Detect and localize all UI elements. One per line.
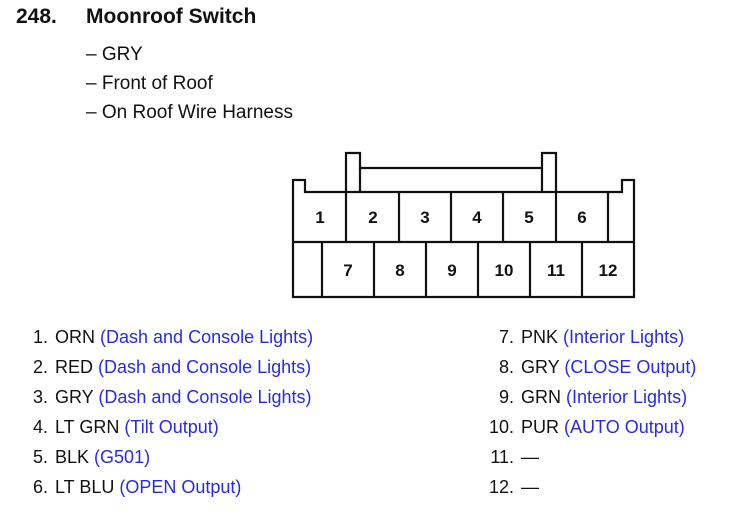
pin-number: 2. — [32, 357, 48, 377]
wire-color: GRN — [521, 387, 561, 407]
pin-number: 3. — [32, 387, 48, 407]
pin-description: (Dash and Console Lights) — [98, 387, 312, 407]
wire-color: RED — [55, 357, 94, 377]
wire-color: BLK — [55, 447, 90, 467]
pin-number: 7. — [498, 327, 514, 347]
wire-color: ORN — [55, 327, 95, 347]
detail-harness: – On Roof Wire Harness — [86, 102, 293, 123]
pin-label-5: 5 — [524, 208, 533, 227]
pin-row: 1. ORN (Dash and Console Lights) — [28, 322, 313, 352]
pin-label-9: 9 — [447, 261, 456, 280]
pin-number: 10. — [488, 417, 514, 437]
pin-row: 10. PUR (AUTO Output) — [482, 412, 696, 442]
pin-label-7: 7 — [343, 261, 352, 280]
pin-number: 6. — [32, 477, 48, 497]
pin-number: 1. — [32, 327, 48, 347]
wire-color: PNK — [521, 327, 559, 347]
pin-label-12: 12 — [599, 261, 618, 280]
connector-details: – GRY – Front of Roof – On Roof Wire Har… — [86, 40, 293, 127]
pin-number: 4. — [32, 417, 48, 437]
pin-description: (G501) — [94, 447, 151, 467]
page-title: 248. Moonroof Switch — [16, 5, 256, 29]
pin-list-right: 7. PNK (Interior Lights) 8. GRY (CLOSE Out… — [482, 322, 696, 502]
connector-number: 248. — [16, 5, 57, 28]
pin-description: (Interior Lights) — [566, 387, 688, 407]
pin-number: 11. — [490, 447, 514, 467]
pin-row: 2. RED (Dash and Console Lights) — [28, 352, 313, 382]
pin-row: 8. GRY (CLOSE Output) — [482, 352, 696, 382]
wire-color: — — [521, 477, 539, 497]
connector-housing — [291, 178, 636, 299]
pin-label-8: 8 — [395, 261, 404, 280]
pin-label-10: 10 — [495, 261, 514, 280]
pin-row: 11. — — [482, 442, 696, 472]
pin-row: 9. GRN (Interior Lights) — [482, 382, 696, 412]
detail-location: – Front of Roof — [86, 73, 213, 94]
pin-number: 5. — [32, 447, 48, 467]
connector-title: Moonroof Switch — [86, 5, 257, 28]
pin-list-left: 1. ORN (Dash and Console Lights) 2. RED (D… — [28, 322, 313, 502]
pin-label-4: 4 — [472, 208, 482, 227]
pin-label-11: 11 — [547, 261, 565, 280]
wire-color: — — [521, 447, 539, 467]
pin-label-6: 6 — [577, 208, 586, 227]
pin-row: 5. BLK (G501) — [28, 442, 313, 472]
pin-row: 7. PNK (Interior Lights) — [482, 322, 696, 352]
pin-number: 8. — [498, 357, 514, 377]
pin-description: (Dash and Console Lights) — [100, 327, 314, 347]
pin-description: (CLOSE Output) — [564, 357, 697, 377]
wire-color: PUR — [521, 417, 560, 437]
detail-color: – GRY — [86, 44, 143, 65]
pin-number: 9. — [498, 387, 514, 407]
pin-description: (Dash and Console Lights) — [98, 357, 312, 377]
pin-row: 6. LT BLU (OPEN Output) — [28, 472, 313, 502]
pin-number: 12. — [488, 477, 514, 497]
pin-description: (Tilt Output) — [124, 417, 219, 437]
wire-color: GRY — [521, 357, 560, 377]
wire-color: LT GRN — [55, 417, 120, 437]
wire-color: LT BLU — [55, 477, 115, 497]
pin-label-3: 3 — [420, 208, 429, 227]
pin-description: (AUTO Output) — [564, 417, 685, 437]
pin-row: 12. — — [482, 472, 696, 502]
pin-row: 3. GRY (Dash and Console Lights) — [28, 382, 313, 412]
locking-tab — [344, 151, 558, 192]
pin-description: (Interior Lights) — [563, 327, 685, 347]
pin-row: 4. LT GRN (Tilt Output) — [28, 412, 313, 442]
pin-label-2: 2 — [368, 208, 377, 227]
pin-description: (OPEN Output) — [119, 477, 242, 497]
pin-label-1: 1 — [315, 208, 324, 227]
wire-color: GRY — [55, 387, 94, 407]
